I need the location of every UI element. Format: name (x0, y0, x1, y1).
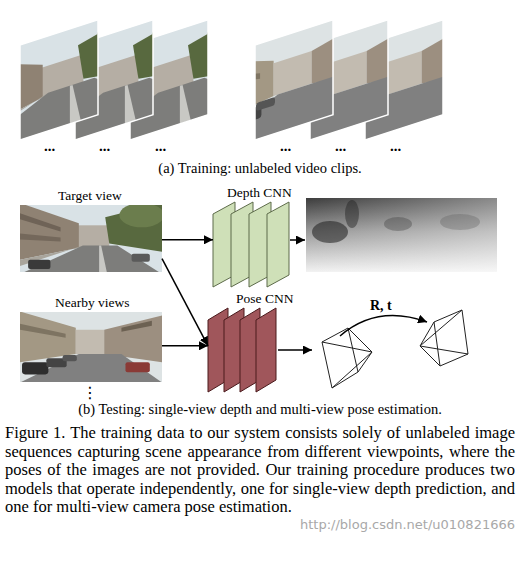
motion-arc (340, 316, 427, 336)
pose-label: R, t (370, 298, 392, 313)
depth-map (306, 198, 497, 272)
image-box: Nearby views (20, 312, 162, 382)
node-heading: Target view (58, 188, 122, 203)
image-box: Pose CNN (208, 308, 278, 392)
image-box: Depth CNN (213, 202, 290, 287)
ellipsis: ⋮ (82, 384, 98, 402)
watermark: http://blog.csdn.net/u010821666 (300, 518, 515, 532)
nearby-image (20, 312, 162, 383)
video-frame (0, 1, 157, 159)
node-heading: Depth CNN (227, 185, 292, 200)
node-heading: Pose CNN (236, 291, 293, 306)
node-heading: Nearby views (55, 295, 130, 310)
camera-frustum (420, 310, 468, 366)
ellipsis: ... (390, 138, 401, 155)
depth-cnn-layers (213, 202, 289, 287)
figure-caption: Figure 1. The training data to our syste… (5, 424, 515, 517)
ellipsis: ... (155, 138, 166, 155)
target-image (20, 203, 164, 274)
subfigure-caption: (b) Testing: single-view depth and multi… (0, 401, 520, 417)
ellipsis: ... (44, 138, 55, 155)
camera-frustum (322, 328, 372, 388)
ellipsis: ... (99, 138, 110, 155)
flow-arrow (162, 259, 208, 346)
flow-arrow (278, 349, 312, 351)
flow-arrow (162, 345, 208, 347)
video-frame (199, 1, 389, 158)
ellipsis: ... (335, 138, 346, 155)
subfigure-caption: (a) Training: unlabeled video clips. (0, 160, 520, 176)
pose-output: R, t (312, 296, 477, 393)
image-box: Target view (20, 205, 162, 272)
ellipsis: ... (280, 138, 291, 155)
pose-cnn-layers (208, 308, 276, 392)
flow-arrow (162, 239, 213, 241)
output-arrow (290, 239, 305, 241)
